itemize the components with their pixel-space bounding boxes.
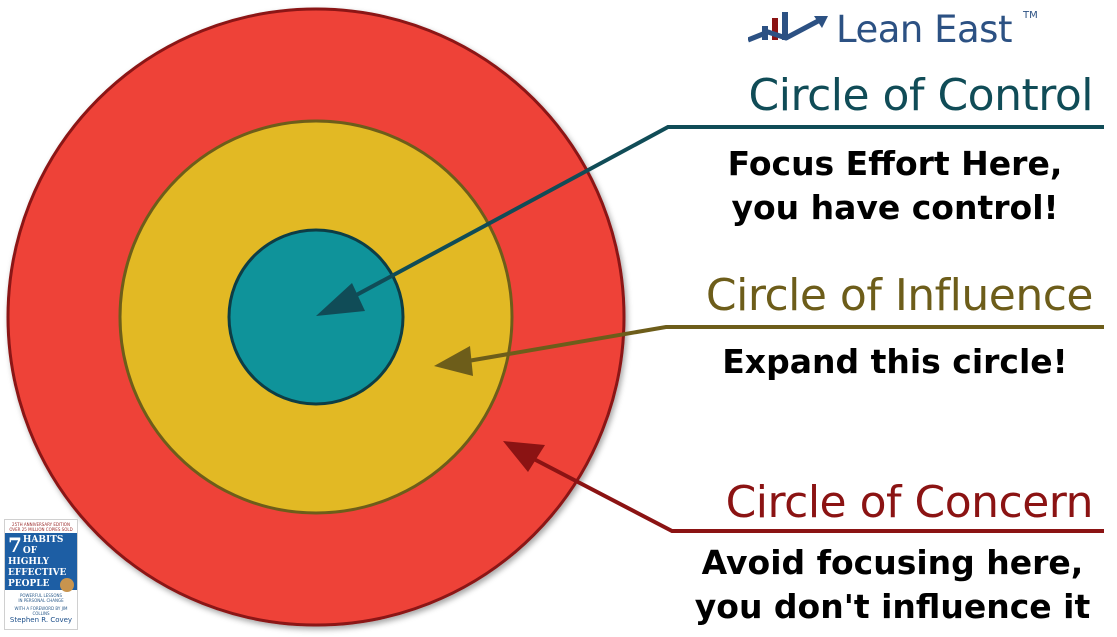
book-title-line-2: HIGHLY — [8, 557, 50, 567]
book-title-number: 7 — [8, 533, 22, 557]
concern-leader-line — [529, 455, 1104, 533]
book-subtitle: POWERFUL LESSONS IN PERSONAL CHANGE WITH… — [9, 593, 73, 616]
book-subtitle-line-2: IN PERSONAL CHANGE — [18, 598, 64, 603]
book-edition-line-1: 25TH ANNIVERSARY EDITION — [12, 522, 70, 527]
control-leader-line — [335, 125, 1104, 308]
circle-of-influence-heading: Circle of Influence — [705, 270, 1094, 321]
book-title-line-4: PEOPLE — [8, 579, 50, 589]
logo-trademark: TM — [1023, 10, 1038, 21]
concern-description-line-1: Avoid focusing here, — [701, 543, 1084, 582]
influence-arrowhead — [434, 346, 473, 376]
book-title: 7 HABITS OF HIGHLY EFFECTIVE PEOPLE — [8, 535, 74, 590]
circle-of-influence-description: Expand this circle! — [680, 340, 1110, 384]
concern-arrowhead — [503, 441, 545, 472]
circle-of-control-heading: Circle of Control — [748, 70, 1094, 121]
circle-of-concern-description: Avoid focusing here, you don't influence… — [670, 541, 1115, 629]
seven-habits-book-cover: 25TH ANNIVERSARY EDITION OVER 25 MILLION… — [4, 519, 78, 630]
book-author: Stephen R. Covey — [9, 616, 73, 624]
influence-leader-line — [461, 325, 1104, 364]
control-description-line-1: Focus Effort Here, — [727, 144, 1063, 183]
rising-bar-chart-arrow-icon — [748, 12, 828, 43]
circle-of-concern-heading: Circle of Concern — [725, 477, 1094, 528]
book-subtitle-line-1: POWERFUL LESSONS — [19, 593, 63, 598]
control-arrowhead — [316, 283, 365, 316]
book-title-line-3: EFFECTIVE — [8, 568, 67, 578]
concern-description-line-2: you don't influence it — [694, 587, 1091, 626]
influence-description-line-1: Expand this circle! — [722, 342, 1068, 381]
book-edition-line-2: OVER 25 MILLION COPIES SOLD — [9, 527, 73, 532]
circle-of-control-description: Focus Effort Here, you have control! — [680, 142, 1110, 230]
book-title-line-1: HABITS OF — [22, 535, 64, 556]
book-edition-text: 25TH ANNIVERSARY EDITION OVER 25 MILLION… — [9, 522, 73, 532]
book-seal-icon — [60, 578, 74, 592]
control-description-line-2: you have control! — [731, 188, 1059, 227]
logo-brand-text: Lean East — [836, 8, 1012, 51]
circle-of-control — [227, 228, 405, 406]
book-foreword: WITH A FOREWORD BY JIM COLLINS — [14, 606, 68, 616]
lean-east-logo: Lean East TM — [748, 6, 1048, 52]
